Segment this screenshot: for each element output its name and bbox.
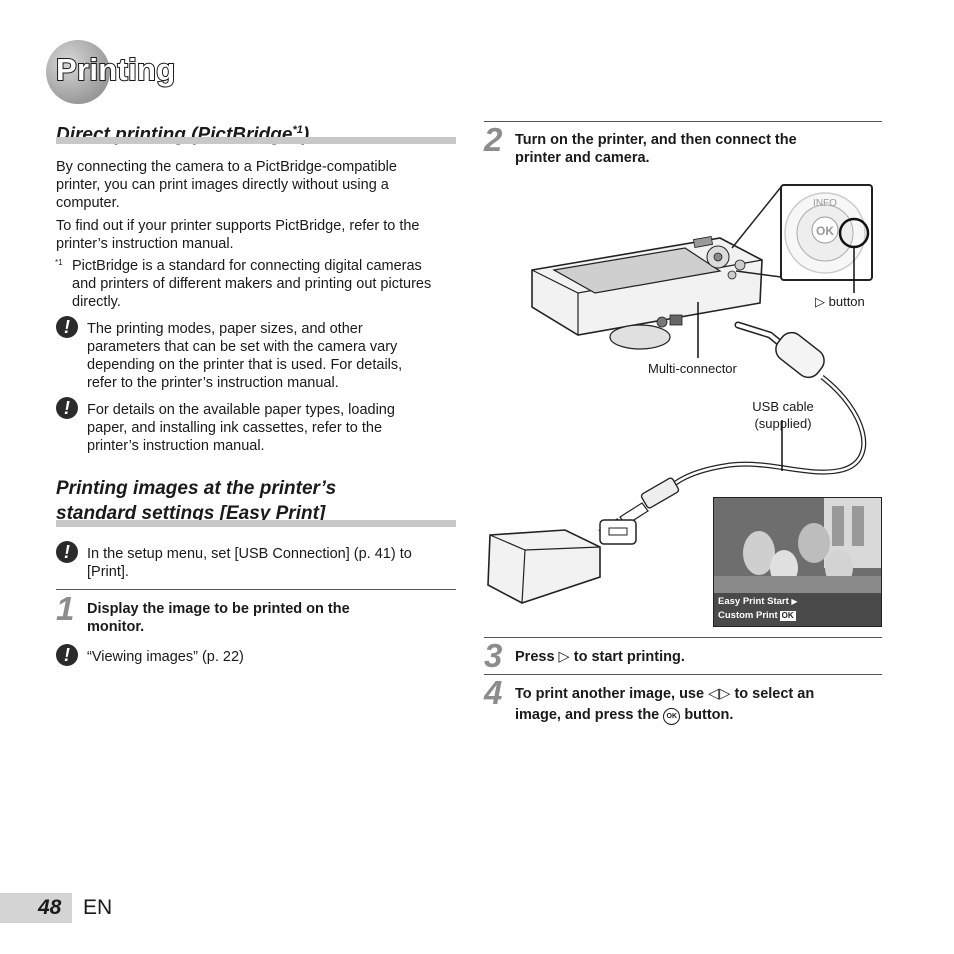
multi-connector-label: Multi-connector [648,361,737,376]
page-title: Printing [55,51,176,88]
easy-print-start-item: Easy Print Start ▶ [718,596,798,607]
note-usb-connection: In the setup menu, set [USB Connection] … [87,546,412,580]
left-right-triangle-icon: ◁▷ [708,686,731,702]
step-number-4: 4 [484,674,503,711]
connection-illustration: INFO OK [487,184,873,604]
camera-illustration [531,236,763,350]
info-label: INFO [813,198,837,209]
right-triangle-icon: ▷ [815,294,825,309]
divider [484,121,882,122]
title-circle-icon [46,40,110,104]
page-number-box [0,893,72,923]
intro-paragraph: By connecting the camera to a PictBridge… [56,159,397,211]
ok-label: OK [816,224,834,238]
printer-illustration [487,519,637,604]
footnote: PictBridge is a standard for connecting … [72,258,432,310]
step-number-1: 1 [56,590,75,627]
step-3-text: Press ▷ to start printing. [515,649,685,665]
section-bar [56,137,456,144]
step-number-3: 3 [484,637,503,674]
usb-cable-label: USB cable (supplied) [752,399,814,431]
exclamation-icon: ! [56,397,78,419]
section-bar [56,520,456,527]
note-paper-types: For details on the available paper types… [87,402,395,454]
lcd-photo [714,498,881,593]
right-triangle-icon: ▷ [558,649,570,665]
exclamation-icon: ! [56,541,78,563]
exclamation-icon: ! [56,316,78,338]
step-1-note: “Viewing images” (p. 22) [87,649,244,665]
footnote-mark: *1 [55,258,63,267]
divider [484,674,882,675]
exclamation-icon: ! [56,644,78,666]
ok-button-icon: OK [663,708,681,725]
page-number: 48 [38,896,62,919]
section-easy-print: Printing images at the printer’s standar… [56,478,337,524]
divider [484,637,882,638]
button-caption: ▷ button [815,294,865,309]
step-1-text: Display the image to be printed on the m… [87,601,350,635]
note-printing-modes: The printing modes, paper sizes, and oth… [87,321,403,391]
step-2-text: Turn on the printer, and then connect th… [515,132,797,166]
step-number-2: 2 [484,121,503,158]
divider [56,589,456,590]
language-label: EN [83,896,113,919]
step-4-text: To print another image, use ◁▷ to select… [515,686,815,725]
pictbridge-check-paragraph: To find out if your printer supports Pic… [56,218,420,252]
